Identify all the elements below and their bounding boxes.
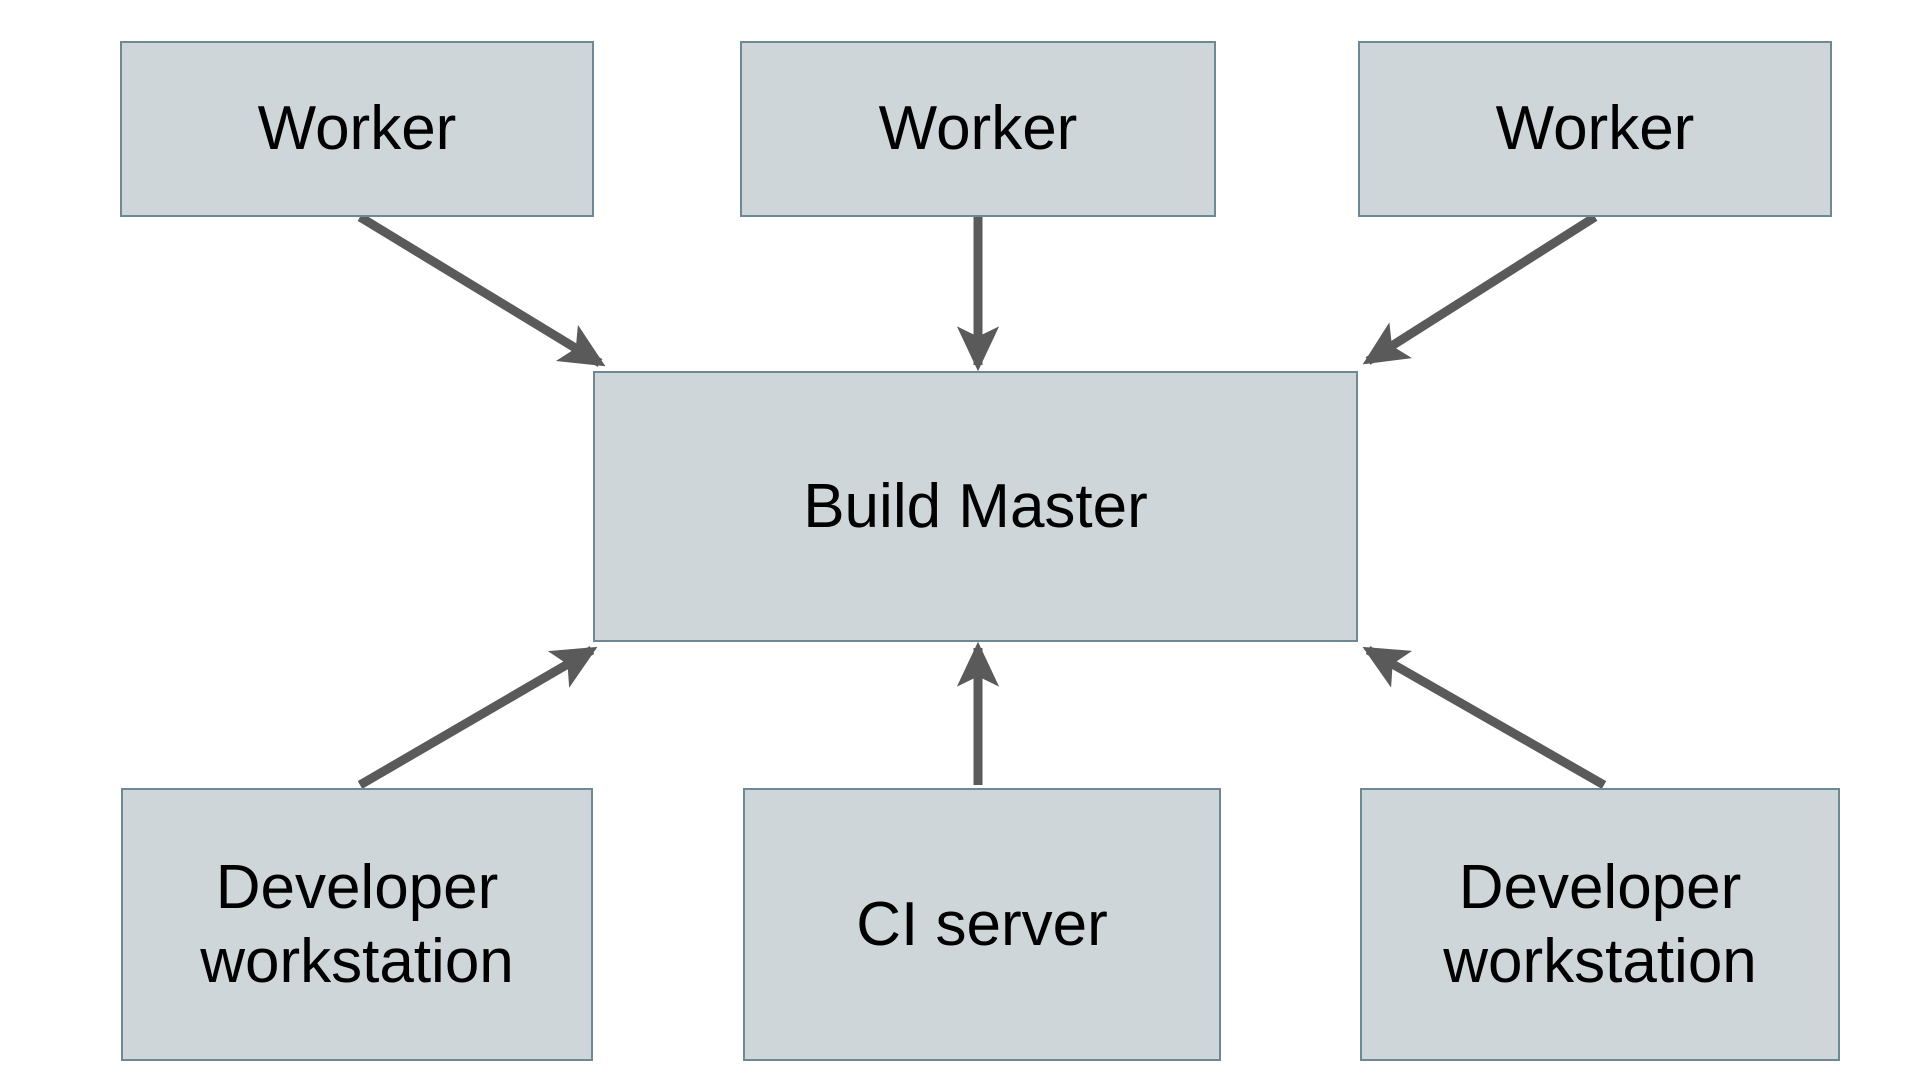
node-build-master[interactable]: Build Master	[593, 371, 1358, 642]
edge-workstation-left-to-master	[357, 646, 598, 789]
node-label: Worker	[1495, 94, 1695, 164]
node-workstation-right[interactable]: Developer workstation	[1360, 788, 1840, 1061]
node-label: Worker	[878, 94, 1078, 164]
node-label: Developer workstation	[1443, 853, 1757, 996]
node-ci-server[interactable]: CI server	[743, 788, 1221, 1061]
edge-worker-left-to-master	[357, 213, 606, 367]
node-label: Worker	[257, 94, 457, 164]
node-label: Build Master	[803, 471, 1148, 541]
node-worker-center[interactable]: Worker	[740, 41, 1216, 217]
node-worker-right[interactable]: Worker	[1358, 41, 1832, 217]
edge-workstation-right-to-master	[1362, 646, 1607, 789]
node-worker-left[interactable]: Worker	[120, 41, 594, 217]
edge-worker-right-to-master	[1362, 213, 1598, 365]
node-workstation-left[interactable]: Developer workstation	[121, 788, 593, 1061]
node-label: CI server	[856, 889, 1108, 959]
node-label: Developer workstation	[200, 853, 514, 996]
